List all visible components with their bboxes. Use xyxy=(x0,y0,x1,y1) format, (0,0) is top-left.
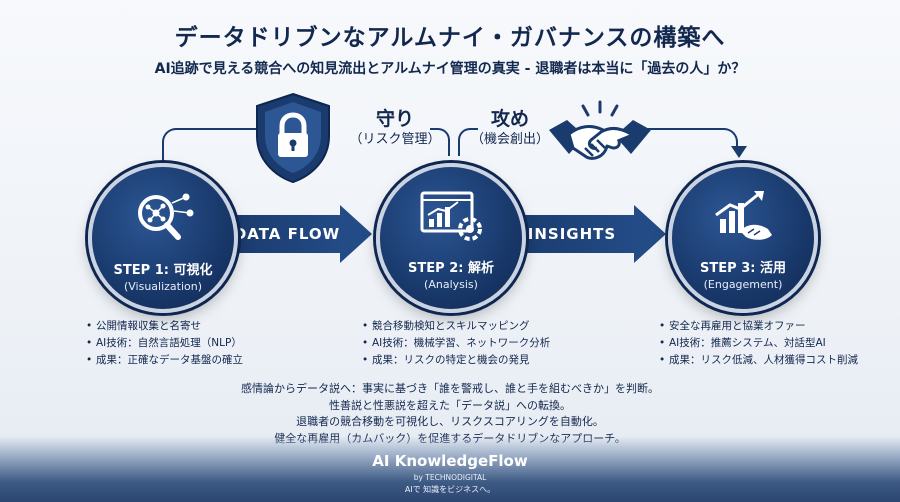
step-3-subtitle: (Engagement) xyxy=(703,278,783,291)
list-item: AI技術：推薦システム、対話型AI xyxy=(659,335,858,352)
list-item: AI技術：自然言語処理（NLP） xyxy=(86,335,243,352)
step-1-bullets: 公開情報収集と名寄せ AI技術：自然言語処理（NLP） 成果：正確なデータ基盤の… xyxy=(86,318,243,369)
summary-line: 感情論からデータ説へ：事実に基づき「誰を警戒し、誰と手を組むべきか」を判断。 xyxy=(241,382,659,395)
insights-label: INSIGHTS xyxy=(508,215,636,253)
step-2-subtitle: (Analysis) xyxy=(424,278,478,291)
footer-band xyxy=(0,436,900,502)
step-1-subtitle: (Visualization) xyxy=(123,280,203,293)
analytics-chart-icon xyxy=(418,189,484,249)
list-item: AI技術：機械学習、ネットワーク分析 xyxy=(362,335,550,352)
defense-label: 守り xyxy=(375,108,414,130)
list-item: 成果：正確なデータ基盤の確立 xyxy=(86,352,243,369)
connector-right xyxy=(640,128,738,148)
list-item: 安全な再雇用と協業オファー xyxy=(659,318,858,335)
connector-left-top xyxy=(175,128,259,130)
step-1-title: STEP 1: 可視化 xyxy=(113,263,213,278)
handshake-icon xyxy=(545,100,655,184)
step-2-bullets: 競合移動検知とスキルマッピング AI技術：機械学習、ネットワーク分析 成果：リス… xyxy=(362,318,550,369)
magnifier-network-icon xyxy=(132,189,194,251)
growth-handshake-icon xyxy=(710,189,776,249)
step-1-circle: STEP 1: 可視化 (Visualization) xyxy=(88,163,238,313)
step-3-circle: STEP 3: 活用 (Engagement) xyxy=(668,163,818,313)
list-item: 成果：リスク低減、人材獲得コスト削減 xyxy=(659,352,858,369)
list-item: 公開情報収集と名寄せ xyxy=(86,318,243,335)
connector-mid-left xyxy=(430,128,450,156)
page-subtitle: AI追跡で見える競合への知見流出とアルムナイ管理の真実 - 退職者は本当に「過去… xyxy=(154,61,746,77)
defense-sublabel: （リスク管理） xyxy=(349,132,441,147)
step-2-title: STEP 2: 解析 xyxy=(408,261,494,276)
connector-right-arrowhead xyxy=(731,146,747,158)
data-flow-label: DATA FLOW xyxy=(232,215,342,253)
shield-lock-icon xyxy=(253,92,333,188)
step-2-circle: STEP 2: 解析 (Analysis) xyxy=(376,163,526,313)
data-flow-arrow: DATA FLOW xyxy=(232,205,372,263)
page-title: データドリブンなアルムナイ・ガバナンスの構築へ xyxy=(174,25,726,51)
step-3-title: STEP 3: 活用 xyxy=(700,261,786,276)
offense-label: 攻め xyxy=(490,108,529,130)
list-item: 競合移動検知とスキルマッピング xyxy=(362,318,550,335)
insights-arrow: INSIGHTS xyxy=(508,205,666,263)
brand-by: by TECHNODIGITAL xyxy=(413,473,487,482)
offense-sublabel: （機会創出） xyxy=(470,132,549,147)
list-item: 成果：リスクの特定と機会の発見 xyxy=(362,352,550,369)
brand-tagline: AIで 知識をビジネスへ。 xyxy=(404,485,496,494)
step-3-bullets: 安全な再雇用と協業オファー AI技術：推薦システム、対話型AI 成果：リスク低減… xyxy=(659,318,858,369)
brand-name: AI KnowledgeFlow xyxy=(372,452,528,470)
summary-line: 退職者の競合移動を可視化し、リスクスコアリングを自動化。 xyxy=(296,415,604,428)
summary-line: 性善説と性悪説を超えた「データ説」への転換。 xyxy=(329,398,571,412)
connector-mid-right xyxy=(458,128,478,156)
